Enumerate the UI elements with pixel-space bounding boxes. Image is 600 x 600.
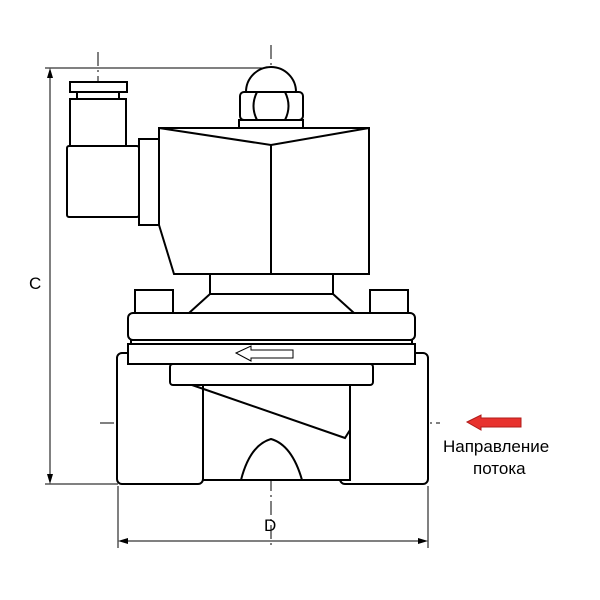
- dimension-d-label: D: [264, 516, 277, 535]
- dimension-d-line: [117, 486, 429, 548]
- lower-cover: [169, 363, 374, 386]
- dimension-c-line: [45, 67, 270, 485]
- flow-direction-label-line1: Направление: [443, 437, 550, 456]
- flow-direction-label-line2: потока: [473, 459, 526, 478]
- dimension-c-label: C: [29, 274, 42, 293]
- bolt-lug-left: [134, 289, 174, 315]
- flow-arrow-icon: [465, 414, 522, 431]
- bolt-lug-right: [369, 289, 409, 315]
- bonnet-cone: [186, 293, 357, 314]
- body-diagonal: [191, 384, 351, 440]
- hex-nut: [239, 91, 304, 121]
- coil-neck: [209, 273, 334, 295]
- nut-washer: [238, 119, 304, 129]
- connector-flange: [138, 138, 160, 226]
- bonnet-flange: [127, 312, 416, 341]
- connector-body: [69, 98, 127, 147]
- flow-direction-mark-icon: [234, 345, 294, 362]
- cap-nut-dome: [244, 66, 298, 93]
- connector-screw-cap: [69, 81, 128, 93]
- body-plate: [127, 343, 416, 365]
- body-rib: [239, 437, 304, 481]
- solenoid-coil: [158, 127, 370, 275]
- connector-housing: [66, 145, 140, 218]
